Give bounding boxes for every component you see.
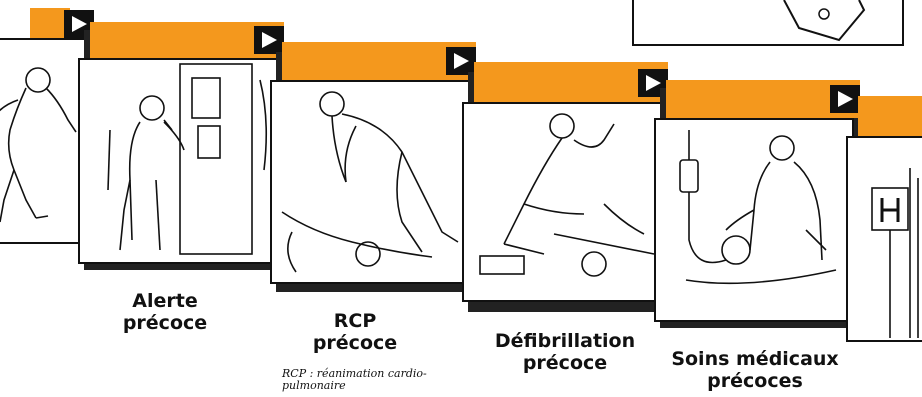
panel-care [654, 118, 854, 322]
caption-care-line2: précoces [660, 370, 850, 392]
panel-bar-hospital [858, 96, 922, 136]
caption-defib-line2: précoce [480, 352, 650, 374]
footnote: RCP : réanimation cardio- pulmonaire [282, 368, 462, 392]
hospital-sign-illustration [848, 138, 922, 344]
arrow-flag-icon [446, 47, 476, 75]
caption-alert-line2: précoce [110, 312, 220, 334]
arrow-flag-icon [830, 85, 860, 113]
inset-panel [632, 0, 904, 46]
caption-defib-line1: Défibrillation [480, 330, 650, 352]
caption-care-line1: Soins médicaux [660, 348, 850, 370]
footnote-line2: pulmonaire [282, 380, 462, 392]
cpr-illustration [272, 82, 472, 286]
caption-alert: Alerte précoce [110, 290, 220, 334]
panel-defib [462, 102, 662, 302]
caption-care: Soins médicaux précoces [660, 348, 850, 392]
panel-alert [78, 58, 278, 264]
caption-defib: Défibrillation précoce [480, 330, 650, 374]
phone-call-illustration [80, 60, 280, 266]
caption-cpr: RCP précoce [300, 310, 410, 354]
defibrillation-illustration [464, 104, 664, 304]
medical-care-illustration [656, 120, 856, 324]
arrow-flag-icon [254, 26, 284, 54]
panel-hospital [846, 136, 922, 342]
caption-alert-line1: Alerte [110, 290, 220, 312]
caption-cpr-line1: RCP [300, 310, 410, 332]
panel-cpr [270, 80, 470, 284]
device-illustration [634, 0, 906, 48]
caption-cpr-line2: précoce [300, 332, 410, 354]
